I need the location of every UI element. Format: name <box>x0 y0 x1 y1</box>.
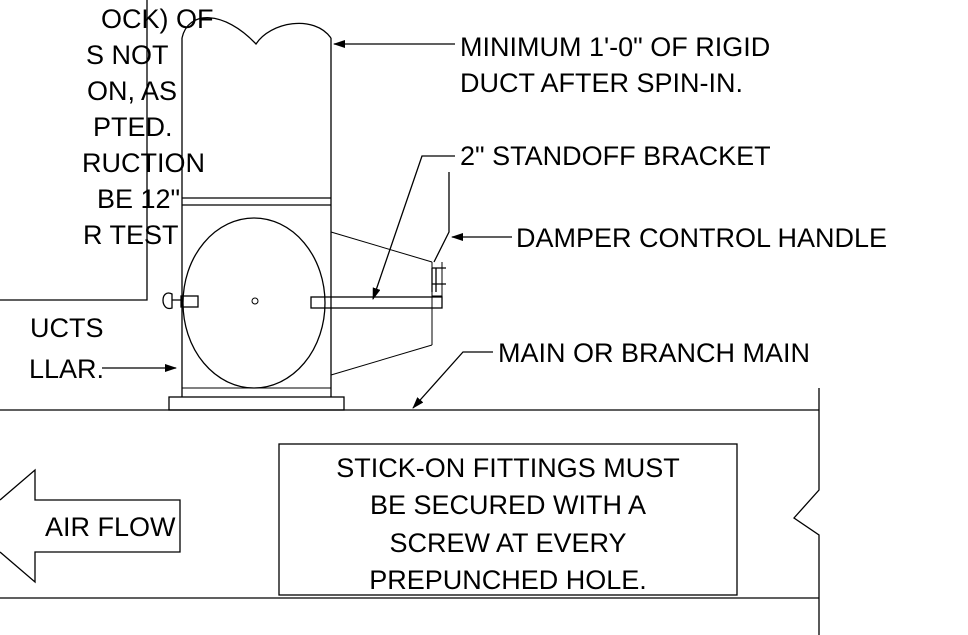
fittings-note-border <box>278 443 738 596</box>
duct-break-line <box>181 17 332 46</box>
callout-rigid-duct-line-2: DUCT AFTER SPIN-IN. <box>460 68 743 98</box>
air-flow-arrow-icon <box>0 468 181 584</box>
top-left-note-line-4: PTED. <box>93 112 173 142</box>
fittings-note: STICK-ON FITTINGS MUST BE SECURED WITH A… <box>278 443 738 596</box>
top-left-note-line-2: S NOT <box>86 40 169 70</box>
wing-nut-left-icon <box>162 292 181 309</box>
top-left-note-line-5: RUCTION <box>82 148 205 178</box>
callout-main-duct-label: MAIN OR BRANCH MAIN <box>498 338 810 368</box>
main-duct-break-line <box>793 388 820 635</box>
fittings-note-line-2: BE SECURED WITH A <box>370 490 646 520</box>
top-left-note-line-3: ON, AS <box>87 76 177 106</box>
rigid-duct <box>181 17 332 206</box>
callout-standoff-bracket: 2" STANDOFF BRACKET <box>372 141 771 300</box>
collar-flange <box>168 396 345 411</box>
left-note-line-2: LLAR. <box>29 354 104 384</box>
top-left-note-border <box>0 0 148 301</box>
top-left-note-line-6: BE 12" <box>97 184 180 214</box>
callout-damper-handle-label: DAMPER CONTROL HANDLE <box>516 223 887 253</box>
damper-control-handle <box>433 172 450 263</box>
wing-nut-right-icon <box>431 267 446 292</box>
callout-damper-handle: DAMPER CONTROL HANDLE <box>451 223 887 253</box>
air-flow-indicator: AIR FLOW <box>0 468 181 584</box>
main-duct <box>0 388 820 635</box>
fittings-note-line-4: PREPUNCHED HOLE. <box>369 565 647 595</box>
top-left-note-line-7: R TEST <box>83 220 179 250</box>
spin-in-collar <box>162 172 450 411</box>
top-left-note-line-1: OCK) OF <box>101 4 214 34</box>
fittings-note-line-3: SCREW AT EVERY <box>389 528 626 558</box>
callout-rigid-duct: MINIMUM 1'-0" OF RIGID DUCT AFTER SPIN-I… <box>333 32 770 98</box>
damper-pivot <box>251 297 259 305</box>
damper-blade <box>182 217 326 389</box>
callout-main-duct: MAIN OR BRANCH MAIN <box>412 338 810 409</box>
left-note-line-1: UCTS <box>30 313 104 343</box>
top-left-note: OCK) OF S NOT ON, AS PTED. RUCTION BE 12… <box>0 0 214 301</box>
callout-standoff-bracket-label: 2" STANDOFF BRACKET <box>460 141 771 171</box>
callout-rigid-duct-line-1: MINIMUM 1'-0" OF RIGID <box>460 32 770 62</box>
fittings-note-line-1: STICK-ON FITTINGS MUST <box>336 453 680 483</box>
air-flow-label: AIR FLOW <box>45 512 176 542</box>
left-note: UCTS LLAR. <box>29 313 177 384</box>
